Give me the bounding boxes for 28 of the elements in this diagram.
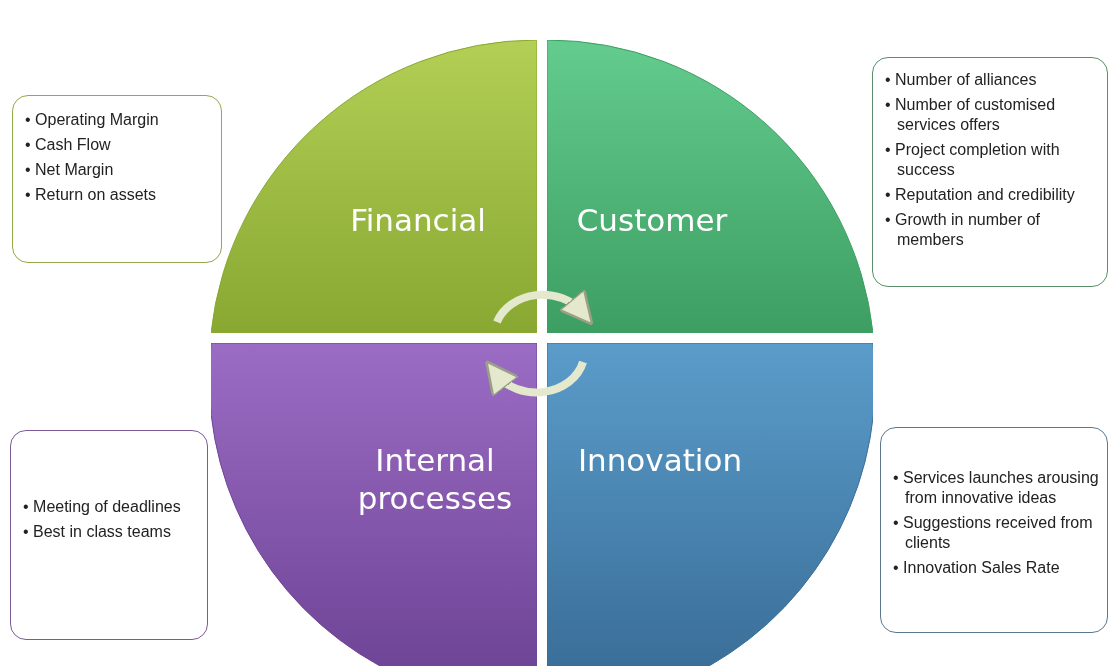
quadrant-segment <box>211 343 537 666</box>
curved-arrow <box>484 360 587 398</box>
bullet-item: • Return on assets <box>25 185 157 205</box>
quadrant-segment <box>547 40 873 333</box>
text-box <box>12 95 222 263</box>
text-box <box>872 57 1108 287</box>
bullet-item: • Innovation Sales Rate <box>893 558 1061 578</box>
bullet-item: • Project completion with success <box>885 140 1061 180</box>
text-box <box>10 430 208 640</box>
text-box <box>880 427 1108 633</box>
bullet-item: • Reputation and credibility <box>885 185 1076 205</box>
quadrant-title: Innovation <box>576 441 744 479</box>
bullet-item: • Best in class teams <box>23 522 172 542</box>
bullet-item: • Services launches arousing from innovative ideas <box>893 468 1100 508</box>
bullet-item: • Number of customised services offers <box>885 95 1057 135</box>
bullet-item: • Net Margin <box>25 160 115 180</box>
quadrant-segment <box>547 343 873 666</box>
quadrant-segment <box>211 40 537 333</box>
curved-arrow <box>493 288 595 325</box>
quadrant-title: Internal processes <box>356 441 514 517</box>
bullet-item: • Operating Margin <box>25 110 160 130</box>
quadrant-title: Financial <box>349 201 487 239</box>
bullet-item: • Number of alliances <box>885 70 1038 90</box>
quadrant-title: Customer <box>575 201 729 239</box>
bullet-item: • Suggestions received from clients <box>893 513 1094 553</box>
bullet-item: • Cash Flow <box>25 135 112 155</box>
bullet-item: • Growth in number of members <box>885 210 1041 250</box>
bullet-item: • Meeting of deadlines <box>23 497 182 517</box>
